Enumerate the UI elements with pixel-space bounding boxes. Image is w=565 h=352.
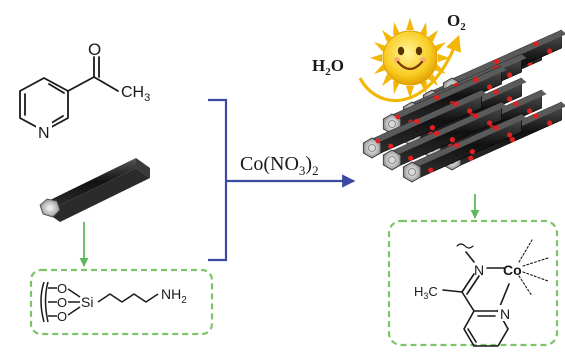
reagent-label: Co(NO3)2 bbox=[240, 153, 319, 178]
reactant-bracket bbox=[208, 98, 228, 262]
active-site-dot bbox=[547, 120, 553, 126]
acetylpyridine-molecule bbox=[19, 56, 119, 133]
active-site-dot bbox=[487, 84, 493, 90]
complex-metal: Co bbox=[503, 262, 522, 278]
rod-pore bbox=[388, 156, 396, 164]
rod-bundle bbox=[362, 29, 565, 183]
surface-silane-structure bbox=[40, 281, 159, 323]
complex-methyl: H3C bbox=[414, 284, 438, 301]
active-site-dot bbox=[493, 89, 499, 95]
active-site-dot bbox=[429, 125, 435, 131]
active-site-dot bbox=[434, 94, 440, 100]
carbonyl-oxygen-label: O bbox=[88, 40, 101, 59]
active-site-dot bbox=[453, 101, 459, 107]
active-site-dot bbox=[507, 132, 513, 138]
linker-o3: O bbox=[57, 309, 67, 324]
active-site-dot bbox=[414, 118, 420, 124]
linker-o2: O bbox=[57, 295, 67, 310]
linker-si: Si bbox=[81, 294, 93, 310]
bundle-rod bbox=[382, 101, 507, 171]
active-site-dot bbox=[375, 138, 381, 144]
active-site-dot bbox=[533, 113, 539, 119]
active-site-dot bbox=[507, 72, 513, 78]
active-site-dot bbox=[487, 120, 493, 126]
bundle-rod bbox=[362, 89, 487, 159]
mesoporous-rod-icon bbox=[39, 158, 150, 222]
active-site-dot bbox=[428, 167, 434, 173]
complex-imine-n: N bbox=[474, 262, 484, 278]
active-site-dot bbox=[533, 41, 539, 47]
rod-pore bbox=[368, 144, 376, 152]
ring-nitrogen-label: N bbox=[38, 125, 50, 142]
active-site-dot bbox=[395, 114, 401, 120]
linker-amine: NH2 bbox=[161, 286, 187, 306]
active-site-dot bbox=[547, 48, 553, 54]
linker-o1: O bbox=[57, 281, 67, 296]
active-site-dot bbox=[467, 108, 473, 114]
rod-pore bbox=[388, 120, 396, 128]
active-site-dot bbox=[469, 149, 475, 155]
sun-icon bbox=[370, 18, 450, 98]
rod-pore bbox=[408, 168, 416, 176]
active-site-dot bbox=[468, 155, 474, 161]
cobalt-complex-structure bbox=[442, 239, 549, 347]
active-site-dot bbox=[507, 96, 513, 102]
active-site-dot bbox=[473, 77, 479, 83]
active-site-dot bbox=[454, 142, 460, 148]
active-site-dot bbox=[494, 58, 500, 64]
oxygen-label: O2 bbox=[447, 11, 466, 33]
catalysis-swoosh bbox=[358, 34, 462, 103]
bundle-rod bbox=[402, 113, 527, 183]
active-site-dot bbox=[408, 155, 414, 161]
linker-dashed-box bbox=[29, 268, 214, 336]
active-site-dot bbox=[449, 137, 455, 143]
active-site-dot bbox=[527, 108, 533, 114]
complex-ring-n: N bbox=[500, 306, 510, 322]
methyl-label: CH3 bbox=[121, 84, 150, 104]
active-site-dot bbox=[493, 125, 499, 131]
water-label: H2O bbox=[312, 56, 344, 78]
active-site-dot bbox=[509, 137, 515, 143]
active-site-dot bbox=[473, 113, 479, 119]
active-site-dot bbox=[434, 130, 440, 136]
active-site-dot bbox=[513, 101, 519, 107]
active-site-dot bbox=[388, 143, 394, 149]
